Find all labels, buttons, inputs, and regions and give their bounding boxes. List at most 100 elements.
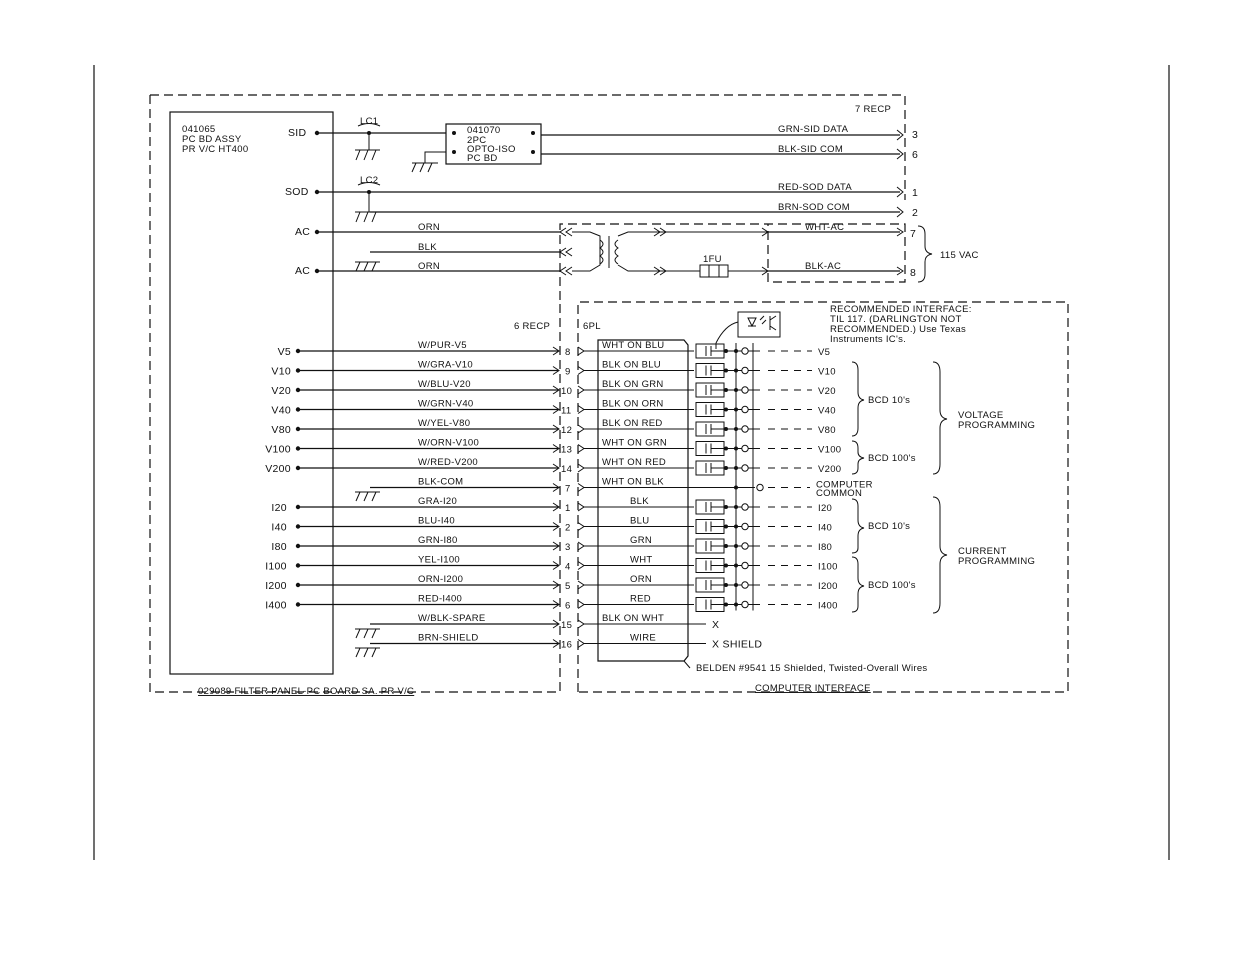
interface-node-a-8 <box>724 505 728 509</box>
interface-note-1: RECOMMENDED INTERFACE: <box>830 304 972 315</box>
cable-label-2: BLK ON GRN <box>602 379 664 390</box>
signal-label-3: V40 <box>271 405 291 417</box>
wire-label-15: BRN-SHIELD <box>418 633 479 644</box>
output-label-3: V40 <box>818 406 836 417</box>
pin-label-7: 7 <box>565 484 571 495</box>
interface-node-a-3 <box>724 407 728 412</box>
ac-label-2: AC <box>295 265 310 277</box>
pin-sid-com: 6 <box>912 149 918 161</box>
output-label-2: V20 <box>818 386 836 397</box>
plug-arrow-7 <box>577 483 585 492</box>
cable-label-15: WIRE <box>630 633 656 644</box>
capacitor-icon-5 <box>705 443 712 454</box>
filter-arrows-out <box>761 227 769 276</box>
pin-label-8: 1 <box>565 503 571 514</box>
capacitor-icon-6 <box>705 463 712 473</box>
blk-ac-label: BLK-AC <box>805 261 841 272</box>
output-label-11: I100 <box>818 562 838 573</box>
computer-interface-boundary <box>577 301 1069 693</box>
plug6-label: 6PL <box>583 321 601 332</box>
interface-note-2: TIL 117. (DARLINGTON NOT <box>830 314 962 325</box>
interface-note-4: Instruments IC's. <box>830 334 906 345</box>
output-label-0: V5 <box>818 347 830 358</box>
pin-label-13: 6 <box>565 601 571 612</box>
cable-bundle-outline <box>597 339 689 662</box>
interface-node-a-0 <box>724 349 728 353</box>
ac-label-1: AC <box>295 226 310 238</box>
pin-label-9: 2 <box>565 523 571 534</box>
output-label-8: I20 <box>818 503 832 514</box>
output-label-14: X <box>712 619 719 631</box>
recp6-label: 6 RECP <box>514 321 550 332</box>
cable-label-10: GRN <box>630 535 652 546</box>
opto-pin-4 <box>531 150 535 154</box>
signal-label-0: V5 <box>278 346 291 358</box>
plug-arrow-3 <box>577 405 585 414</box>
brace-bcd10-i <box>851 498 865 554</box>
pin-label-6: 14 <box>561 464 572 475</box>
wire-label-5: W/ORN-V100 <box>418 438 479 449</box>
interface-node-a-1 <box>724 368 728 373</box>
plug-arrow-8 <box>577 502 585 512</box>
board-label-1: 041065 <box>182 124 216 135</box>
recp6-arrow-11 <box>552 561 560 570</box>
recp6-arrow-4 <box>552 424 560 434</box>
opto-coupler-glyph <box>747 315 777 331</box>
sod-com-wire-label: BRN-SOD COM <box>778 202 850 213</box>
recp6-arrow-9 <box>552 522 560 531</box>
capacitor-icon-2 <box>705 385 712 395</box>
ac-filter-boundary <box>559 223 906 300</box>
pin-label-5: 13 <box>561 445 572 456</box>
sid-label: SID <box>288 127 307 139</box>
wire-label-14: W/BLK-SPARE <box>418 613 486 624</box>
plug-arrow-5 <box>577 444 585 453</box>
capacitor-icon-3 <box>705 404 712 415</box>
belden-label: BELDEN #9541 15 Shielded, Twisted-Overal… <box>696 663 927 674</box>
filter-arrows-mid <box>653 227 667 276</box>
cable-label-3: BLK ON ORN <box>602 399 664 410</box>
output-label-12: I200 <box>818 581 838 592</box>
pin-ac-8: 8 <box>910 267 916 279</box>
signal-label-6: V200 <box>265 463 291 475</box>
plug-arrow-6 <box>577 463 585 473</box>
wire-label-10: GRN-I80 <box>418 535 458 546</box>
wire-label-1: W/GRA-V10 <box>418 360 473 371</box>
blk-ground <box>355 261 380 272</box>
sod-data-wire-label: RED-SOD DATA <box>778 182 852 193</box>
cable-label-1: BLK ON BLU <box>602 360 661 371</box>
fuse-icon <box>699 264 729 278</box>
fuse-label: 1FU <box>703 254 722 265</box>
signal-label-9: I40 <box>271 522 287 534</box>
recp7-arrows-ac <box>896 227 904 276</box>
interface-output-10 <box>741 542 749 550</box>
opto-pin-3 <box>531 131 535 135</box>
cable-label-6: WHT ON RED <box>602 457 666 468</box>
interface-output-2 <box>741 386 749 394</box>
plug-arrow-9 <box>577 522 585 531</box>
cable-label-5: WHT ON GRN <box>602 438 667 449</box>
lc1-node <box>367 131 371 135</box>
filter-secondary <box>617 231 768 272</box>
pin-label-15: 16 <box>561 640 572 651</box>
brace-current <box>932 496 948 614</box>
lc2-arc <box>357 182 381 186</box>
output-label-15: X SHIELD <box>712 639 762 651</box>
interface-node-a-2 <box>724 388 728 392</box>
interface-output-4 <box>741 425 749 433</box>
recp6-arrow-6 <box>552 463 560 473</box>
cable-label-9: BLU <box>630 516 649 527</box>
plug-arrow-12 <box>577 580 585 590</box>
cable-label-0: WHT ON BLU <box>602 340 664 351</box>
bcd100-v-label: BCD 100's <box>868 453 916 464</box>
output-label-4: V80 <box>818 425 836 436</box>
belden-leader <box>683 660 691 669</box>
recp6-arrow-12 <box>552 580 560 590</box>
output-label-5: V100 <box>818 445 841 456</box>
sid-data-wire-label: GRN-SID DATA <box>778 124 849 135</box>
plug-arrow-1 <box>577 366 585 375</box>
pc-board-box <box>169 111 334 675</box>
recp6-arrow-7 <box>552 483 560 492</box>
lc2-ground-hatch <box>355 211 377 223</box>
filter-panel-boundary <box>149 95 561 693</box>
